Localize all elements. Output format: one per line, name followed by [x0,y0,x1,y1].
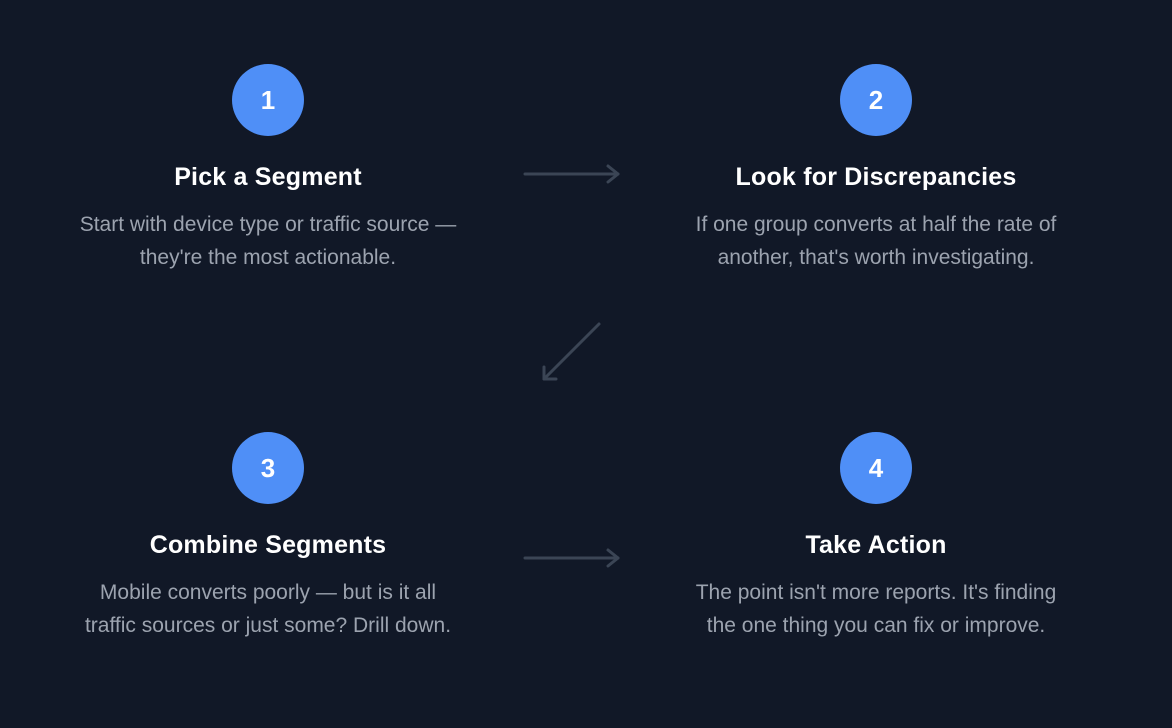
arrow-step-1-to-2 [523,164,620,184]
step-4: 4 Take Action The point isn't more repor… [666,432,1086,642]
step-1: 1 Pick a Segment Start with device type … [58,64,478,274]
arrow-step-3-to-4 [523,548,620,568]
step-2: 2 Look for Discrepancies If one group co… [666,64,1086,274]
arrow-step-2-to-3 [542,322,601,381]
step-description: The point isn't more reports. It's findi… [695,581,1057,637]
step-3: 3 Combine Segments Mobile converts poorl… [58,432,478,642]
step-description: Mobile converts poorly — but is it all t… [84,581,452,637]
step-description: Start with device type or traffic source… [79,213,457,269]
step-number-badge: 1 [232,64,304,136]
step-number-badge: 2 [840,64,912,136]
step-title: Take Action [805,531,947,559]
step-description: If one group converts at half the rate o… [695,213,1057,269]
step-title: Pick a Segment [174,163,362,191]
step-title: Combine Segments [149,531,387,559]
step-number-badge: 4 [840,432,912,504]
step-title: Look for Discrepancies [735,163,1017,191]
step-number-badge: 3 [232,432,304,504]
